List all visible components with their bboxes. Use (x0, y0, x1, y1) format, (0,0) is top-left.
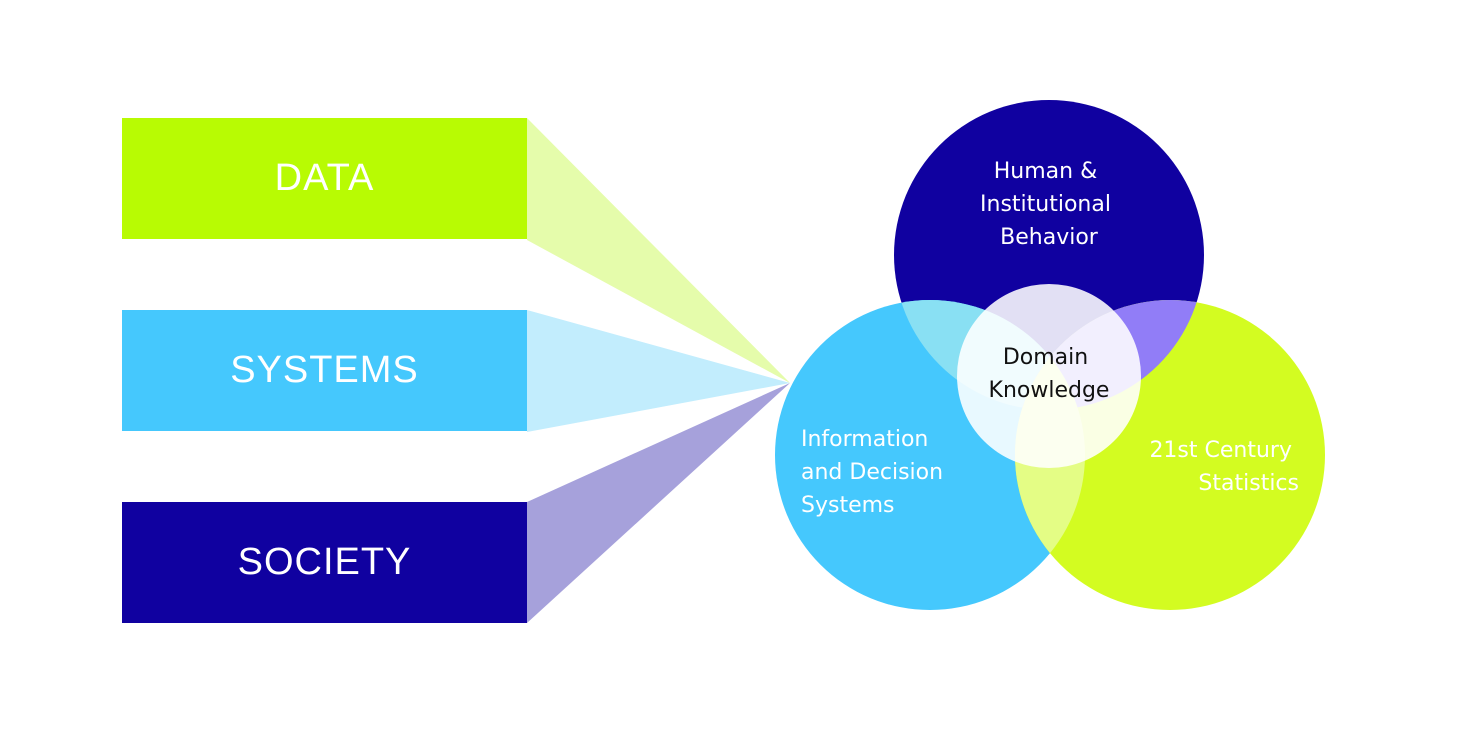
venn-center-line: Domain (1003, 345, 1088, 370)
pillar-data: DATA (122, 118, 527, 239)
pillar-society-label: SOCIETY (237, 541, 412, 583)
venn-top-line: Behavior (1000, 225, 1099, 250)
pillar-systems: SYSTEMS (122, 310, 527, 431)
funnel-society (527, 383, 790, 623)
venn-top-line: Human & (994, 159, 1098, 184)
venn-center-label: Domain Knowledge (989, 345, 1110, 403)
venn-center-circle (957, 284, 1141, 468)
venn-right-label: 21st Century Statistics (1149, 438, 1299, 496)
venn-left-line: Information (801, 427, 928, 452)
funnel-systems (527, 310, 790, 432)
pillar-data-label: DATA (274, 157, 375, 199)
pillar-systems-label: SYSTEMS (230, 349, 419, 391)
venn-right-line: 21st Century (1149, 438, 1292, 463)
pillar-society: SOCIETY (122, 502, 527, 623)
venn-left-line: and Decision (801, 460, 943, 485)
venn-top-line: Institutional (980, 192, 1111, 217)
venn-right-line: Statistics (1198, 471, 1299, 496)
venn-left-label: Information and Decision Systems (801, 427, 950, 518)
funnel-data (527, 118, 790, 383)
venn-center-line: Knowledge (989, 378, 1110, 403)
venn-top-label: Human & Institutional Behavior (980, 159, 1118, 250)
venn-left-line: Systems (801, 493, 895, 518)
